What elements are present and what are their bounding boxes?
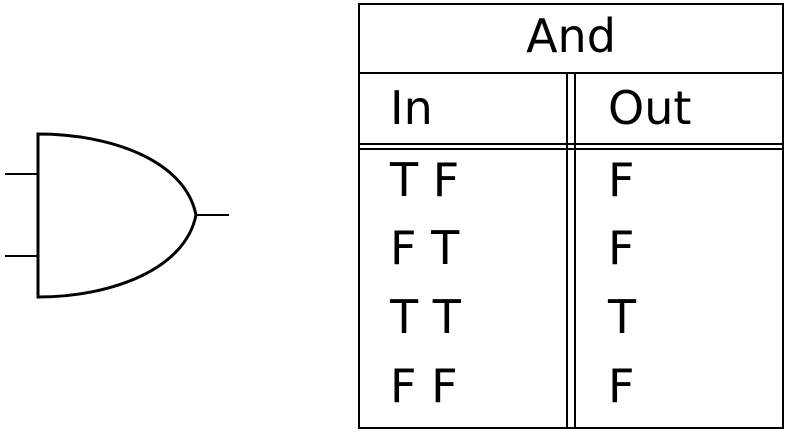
row-2-out: F [608,221,635,275]
header-separator-upper [358,143,784,145]
row-2-in: F T [390,221,460,275]
table-title: And [526,9,616,63]
row-1-in: T F [390,153,460,207]
table-border-top [358,3,784,5]
column-separator-left [566,73,568,429]
header-out: Out [608,81,692,135]
and-gate-icon [36,132,198,299]
truth-table: And In Out T F F F T F T T T F F F [358,3,784,429]
table-border-left [358,3,360,429]
row-4-out: F [608,359,635,413]
table-border-bottom [358,427,784,429]
row-1-out: F [608,153,635,207]
header-in: In [390,81,433,135]
row-3-in: T T [390,290,461,344]
header-separator-lower [358,148,784,150]
column-separator-right [574,73,576,429]
row-4-in: F F [390,359,458,413]
row-3-out: T [608,290,637,344]
title-separator [358,72,784,74]
and-gate-diagram [5,132,229,299]
table-border-right [782,3,784,429]
